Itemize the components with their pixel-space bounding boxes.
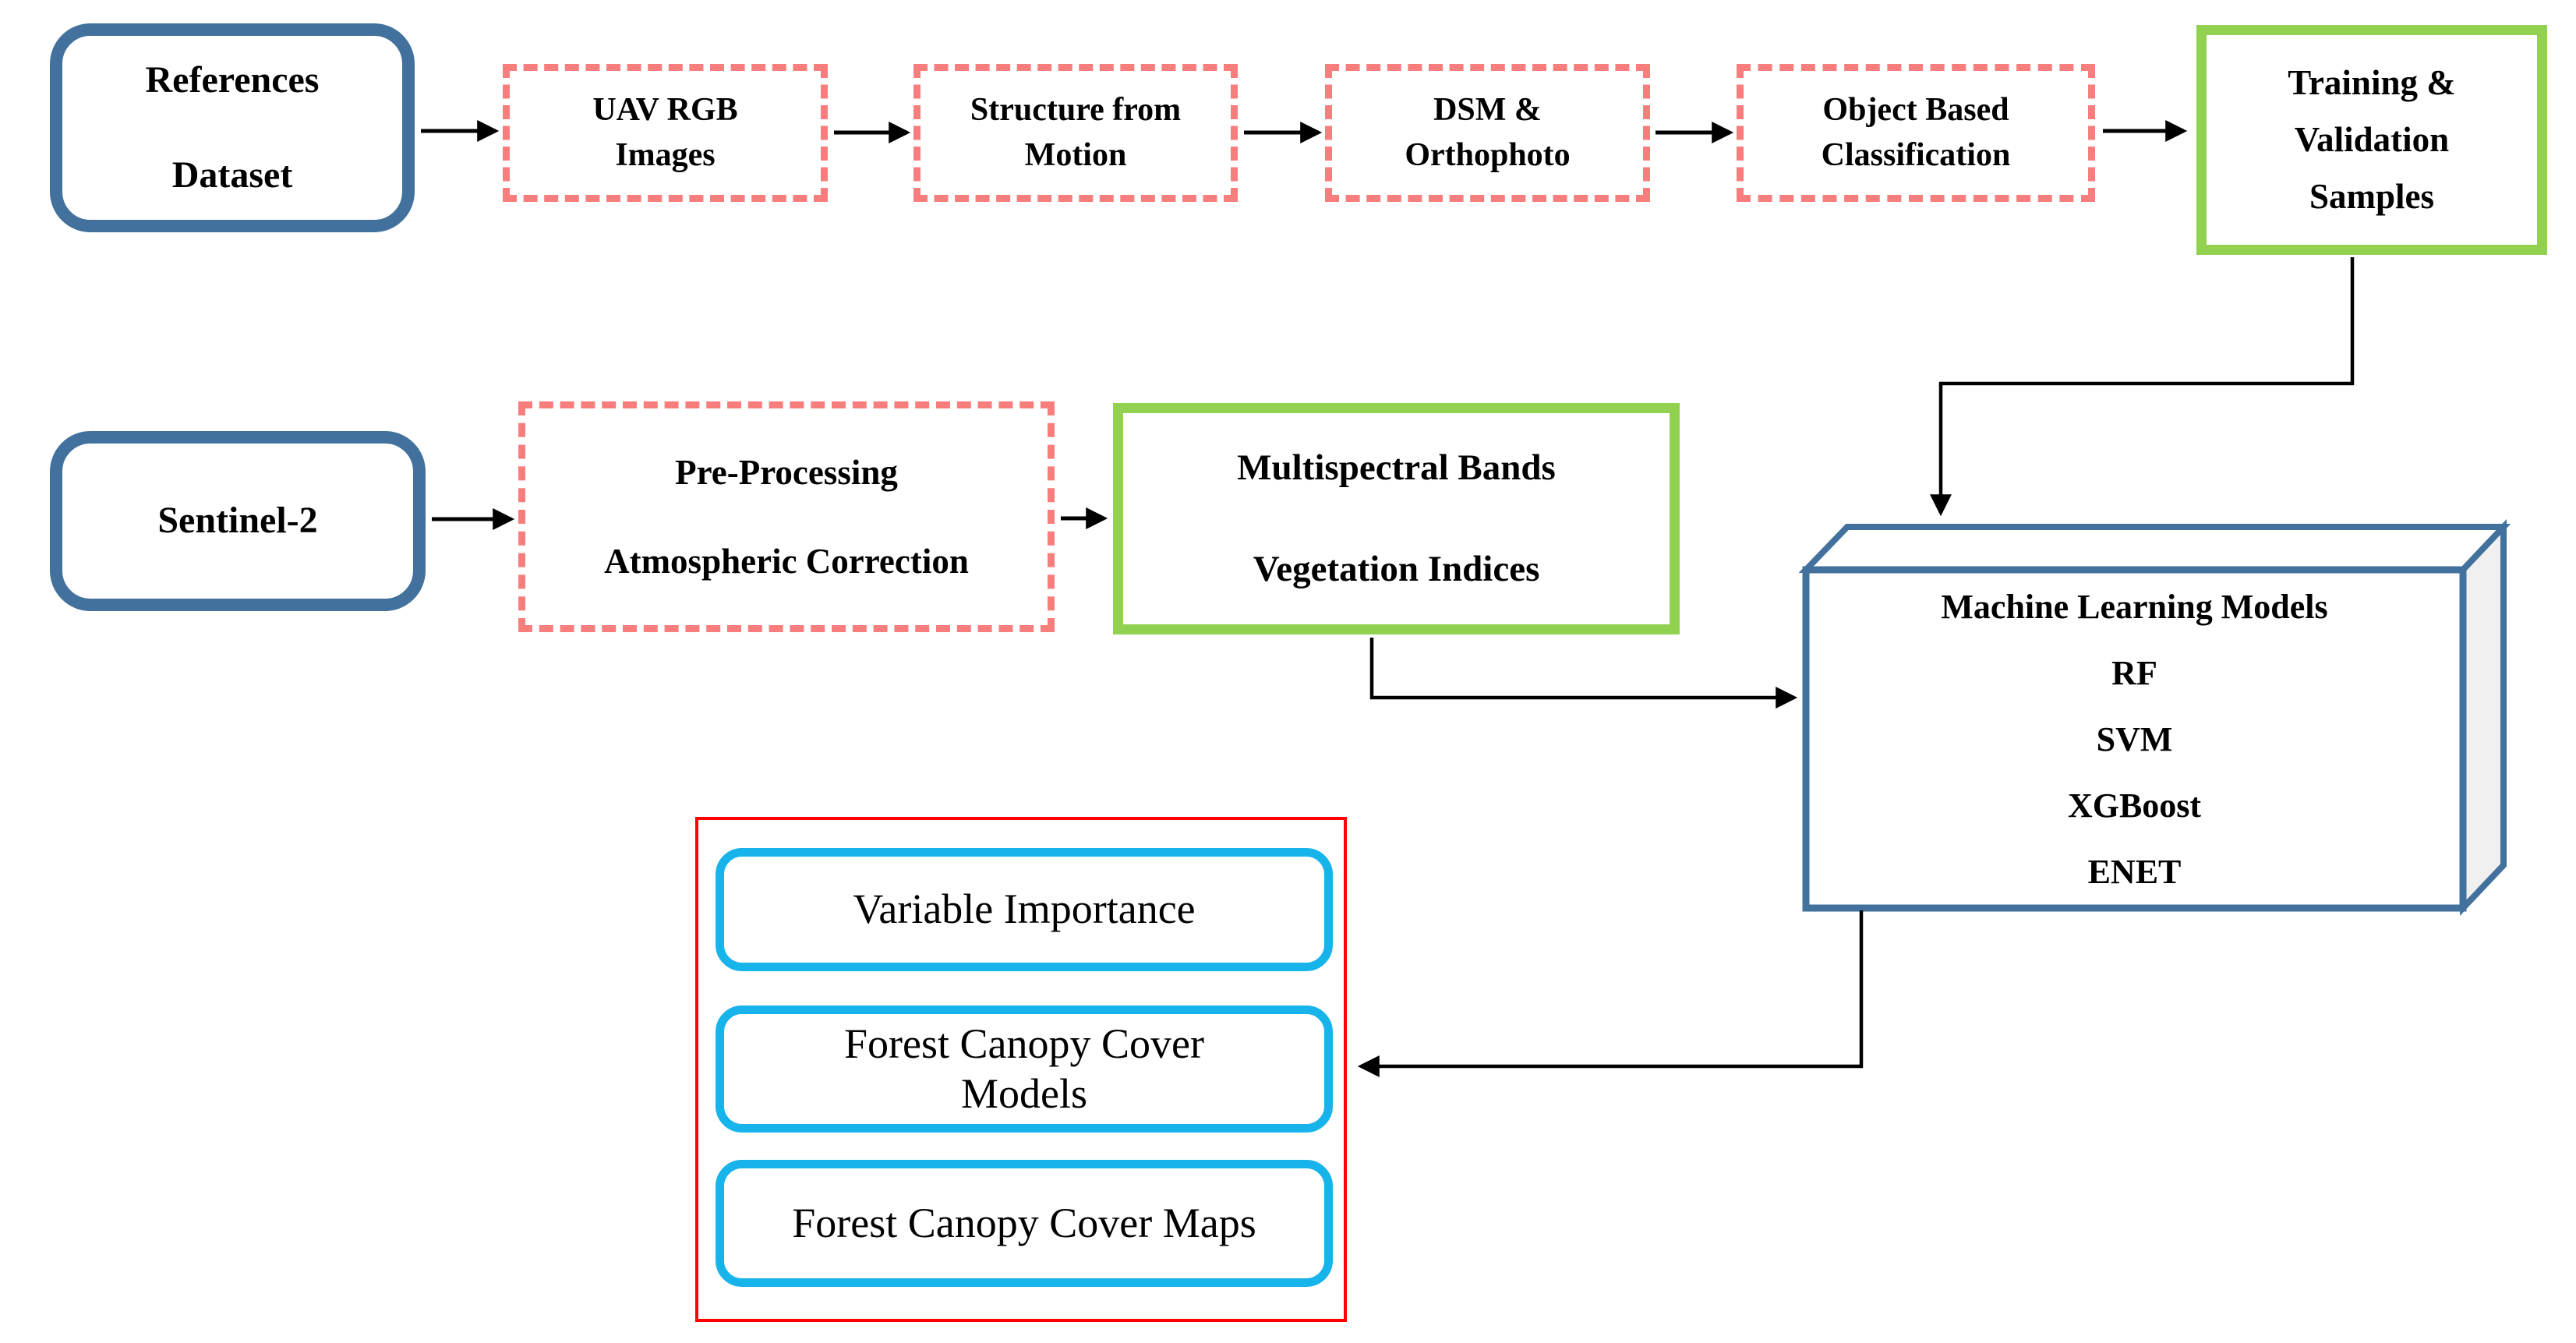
- node-label: Training &: [2288, 63, 2456, 103]
- node-label: Multispectral Bands: [1237, 447, 1556, 489]
- node-label: Sentinel-2: [157, 500, 318, 542]
- connector-ml-to-fcc-models: [1357, 910, 1864, 1077]
- node-sentinel-2: Sentinel-2: [50, 431, 426, 611]
- node-label: Samples: [2309, 176, 2435, 216]
- node-dsm-orthophoto: DSM & Orthophoto: [1325, 64, 1650, 202]
- ml-cube-top-face: [1798, 524, 2511, 573]
- connector-multispectral-to-ml: [1369, 638, 1798, 709]
- node-multispectral-bands-vegetation-indices: Multispectral Bands Vegetation Indices: [1113, 403, 1680, 634]
- connector-training-to-ml: [1930, 257, 2355, 517]
- node-label: Variable Importance: [853, 885, 1196, 933]
- node-training-validation-samples: Training & Validation Samples: [2196, 25, 2547, 255]
- node-label: Images: [615, 136, 716, 173]
- node-object-based-classification: Object Based Classification: [1737, 64, 2095, 202]
- node-label: ENET: [2087, 852, 2182, 891]
- node-label: Models: [961, 1069, 1087, 1117]
- node-label: Orthophoto: [1405, 136, 1571, 173]
- node-label: SVM: [2096, 719, 2173, 758]
- node-label: Atmospheric Correction: [604, 542, 969, 581]
- node-label: Validation: [2294, 120, 2450, 160]
- node-label: Pre-Processing: [675, 452, 898, 492]
- node-label: Motion: [1024, 136, 1127, 173]
- node-variable-importance: Variable Importance: [716, 848, 1333, 971]
- node-label: Vegetation Indices: [1253, 548, 1540, 589]
- node-label: Dataset: [171, 154, 293, 196]
- node-label: UAV RGB: [592, 91, 738, 128]
- node-label: Forest Canopy Cover: [844, 1020, 1204, 1067]
- ml-cube-front-face: [1802, 566, 2467, 912]
- node-structure-from-motion: Structure from Motion: [913, 64, 1238, 202]
- node-label: DSM &: [1433, 91, 1542, 128]
- node-label: Structure from: [970, 91, 1182, 128]
- node-label: References: [145, 58, 320, 101]
- node-label: RF: [2111, 653, 2157, 692]
- node-label: Forest Canopy Cover Maps: [792, 1199, 1256, 1246]
- node-uav-rgb-images: UAV RGB Images: [503, 64, 828, 202]
- node-preprocessing-atmospheric-correction: Pre-Processing Atmospheric Correction: [518, 401, 1055, 632]
- node-machine-learning-models: Machine Learning Models RF SVM XGBoost E…: [1806, 570, 2463, 908]
- node-label: Classification: [1821, 136, 2011, 173]
- node-label: Object Based: [1822, 91, 2009, 128]
- node-forest-canopy-cover-models: Forest Canopy Cover Models: [716, 1005, 1333, 1133]
- ml-cube-side-face: [2460, 518, 2507, 917]
- node-label: Machine Learning Models: [1941, 587, 2328, 626]
- node-label: XGBoost: [2067, 786, 2202, 825]
- node-references-dataset: References Dataset: [50, 23, 415, 232]
- node-forest-canopy-cover-maps: Forest Canopy Cover Maps: [716, 1160, 1333, 1287]
- ml-cube-shape: [1798, 518, 2511, 917]
